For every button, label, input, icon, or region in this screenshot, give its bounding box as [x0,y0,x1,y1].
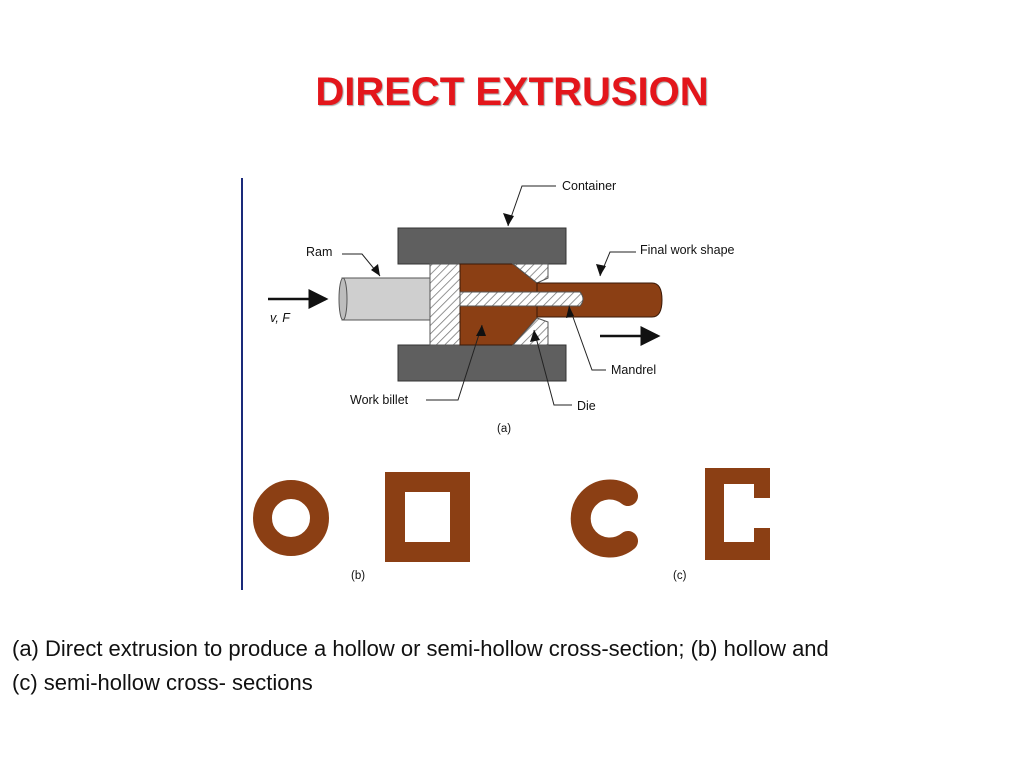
extrusion-diagram: Container Ram Final work shape v, F Mand… [253,179,770,582]
label-mandrel: Mandrel [611,363,656,377]
part-c-diagram: (c) [570,468,770,582]
die-lower [511,317,549,346]
part-a-diagram: Container Ram Final work shape v, F Mand… [268,179,735,435]
label-die: Die [577,399,596,413]
slide-title: DIRECT EXTRUSION [315,70,709,114]
label-ram: Ram [306,245,332,259]
label-work-billet: Work billet [350,393,409,407]
container-bottom [397,344,567,382]
label-part-c: (c) [673,570,687,582]
label-part-a: (a) [497,423,511,435]
hollow-circle-section [253,480,329,556]
part-b-diagram: (b) [253,472,470,582]
semi-hollow-c-section [570,479,638,558]
label-container: Container [562,179,616,193]
leader-final-work-shape [599,251,636,277]
figure-caption: (a) Direct extrusion to produce a hollow… [12,632,1012,700]
ram [341,277,435,321]
divider-line [241,178,243,590]
mandrel [459,291,584,307]
hollow-square-section [385,472,470,562]
die-upper [511,263,549,284]
label-part-b: (b) [351,570,365,582]
leader-work-billet [426,324,483,401]
container-top [397,227,567,265]
ram-end [338,277,348,321]
leader-container [507,185,556,227]
semi-hollow-channel-section [705,468,770,560]
label-final-work-shape: Final work shape [640,243,735,257]
leader-die [533,329,572,406]
dummy-block [429,263,461,346]
caption-line-2: (c) semi-hollow cross- sections [12,670,313,695]
leader-mandrel [568,305,606,371]
label-force: v, F [270,311,291,325]
caption-line-1: (a) Direct extrusion to produce a hollow… [12,636,829,661]
leader-ram [342,253,381,277]
